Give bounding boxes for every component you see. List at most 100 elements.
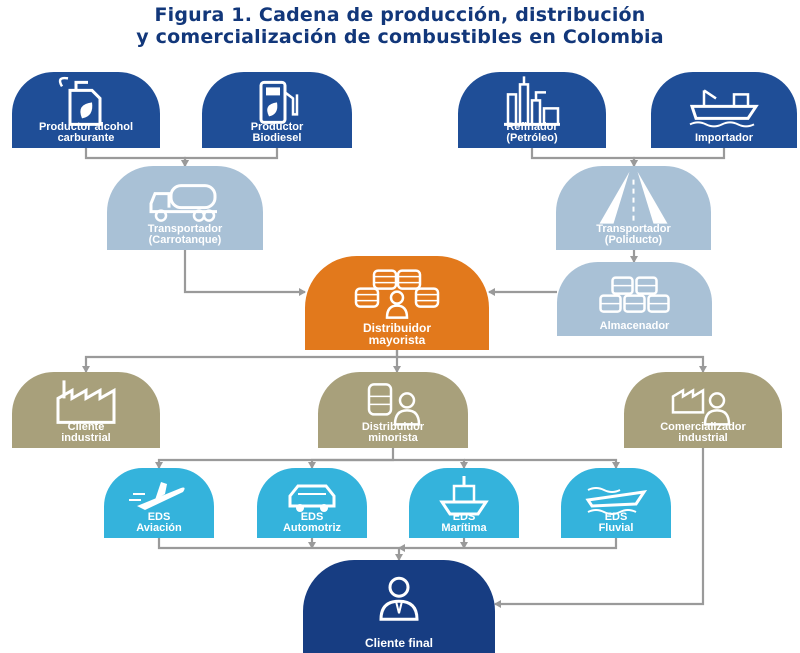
node-label-line: Almacenador [599,320,670,332]
riverboat-icon [585,487,648,515]
node-shape [557,262,712,336]
node-label-line: Marítima [441,522,487,534]
node-label-line: Importador [694,132,754,144]
node-label-line: Distribuidor [361,421,425,433]
node-refinador [458,72,606,148]
refinery-icon [504,76,560,126]
node-label-line: Productor [250,121,304,133]
connector-distribuidor-minorista-to-eds-automotriz [308,458,393,469]
node-label-cliente-final: Cliente final [303,637,495,649]
connector-distribuidor-minorista-to-eds-aviacion [155,448,395,469]
barrel-person-icon [367,383,421,426]
node-label-line: EDS [147,511,171,523]
node-label-line: industrial [678,432,728,444]
node-cliente-final [303,560,495,653]
storage-barrels-icon [599,276,670,313]
car-icon [288,484,336,512]
node-label-line: Refinador [506,121,558,133]
node-productor-alcohol [12,72,160,148]
node-label-line: (Poliducto) [604,234,663,246]
tanker-truck-icon [149,184,217,222]
node-transportador-carrotanque [107,166,263,250]
node-label-line: (Petróleo) [506,132,558,144]
factory-person-icon [671,388,731,426]
connector-refinador-to-transportador-poliducto [530,148,638,167]
node-label-transportador-carrotanque: Transportador(Carrotanque) [107,224,263,246]
nodes [12,72,797,653]
node-shape [651,72,797,148]
connector-comercializador-industrial-to-cliente-final [494,448,705,608]
node-label-line: mayorista [368,333,426,347]
title-line-2: y comercialización de combustibles en Co… [136,26,664,48]
connector-productor-alcohol-to-transportador-carrotanque [84,148,189,167]
pipeline-road-icon [599,171,668,224]
connector-distribuidor-minorista-to-eds-maritima [393,458,468,469]
connectors [82,148,726,608]
connector-distribuidor-minorista-to-eds-fluvial [464,458,620,469]
node-importador [651,72,797,148]
node-label-line: Transportador [147,223,223,235]
node-label-line: Cliente final [364,636,433,650]
node-label-importador: Importador [651,133,797,144]
node-label-line: carburante [57,132,115,144]
node-shape [257,468,367,538]
node-comercializador-industrial [624,372,782,448]
person-icon [379,576,419,621]
node-label-line: EDS [452,511,476,523]
connector-eds-aviacion-to-cliente-final [157,538,403,561]
node-label-line: Automotriz [282,522,342,534]
node-label-refinador: Refinador(Petróleo) [458,122,606,144]
node-eds-fluvial [561,468,671,538]
node-shape [202,72,352,148]
node-productor-biodiesel [202,72,352,148]
node-shape [12,372,160,448]
node-label-line: Productor alcohol [38,121,134,133]
node-label-line: EDS [300,511,324,523]
node-label-line: Fluvial [598,522,634,534]
node-label-line: Biodiesel [252,132,302,144]
node-label-line: (Carrotanque) [148,234,222,246]
node-eds-maritima [409,468,519,538]
connector-distribuidor-mayorista-to-cliente-industrial [82,350,399,373]
node-label-line: Transportador [596,223,671,235]
node-eds-aviacion [104,468,214,538]
node-label-line: minorista [368,432,418,444]
title-line-1: Figura 1. Cadena de producción, distribu… [154,4,646,26]
connector-productor-biodiesel-to-transportador-carrotanque [181,148,279,167]
node-label-transportador-poliducto: Transportador(Poliducto) [556,224,711,246]
connector-eds-fluvial-to-cliente-final [398,538,618,552]
node-distribuidor-minorista [318,372,468,448]
connector-distribuidor-mayorista-to-comercializador-industrial [397,355,707,373]
node-shape [318,372,468,448]
ship-icon [439,476,489,516]
diagram-title: Figura 1. Cadena de producción, distribu… [0,4,800,48]
node-label-line: industrial [61,432,111,444]
factory-icon [56,380,116,424]
node-eds-automotriz [257,468,367,538]
node-cliente-industrial [12,372,160,448]
fuel-jerrycan-leaf-icon [58,76,102,126]
connector-transportador-carrotanque-to-distribuidor-mayorista [183,250,306,296]
node-label-line: Cliente [67,421,105,433]
node-transportador-poliducto [556,166,711,250]
node-shape [303,560,495,653]
connector-importador-to-transportador-poliducto [630,148,726,167]
fuel-pump-leaf-icon [259,80,299,124]
node-almacenador [557,262,712,336]
node-label-line: EDS [604,511,628,523]
node-distribuidor-mayorista [305,256,489,350]
node-label-line: Distribuidor [363,321,431,335]
cargo-ship-icon [689,89,759,128]
node-label-line: Comercializador [660,421,746,433]
node-label-almacenador: Almacenador [557,321,712,332]
